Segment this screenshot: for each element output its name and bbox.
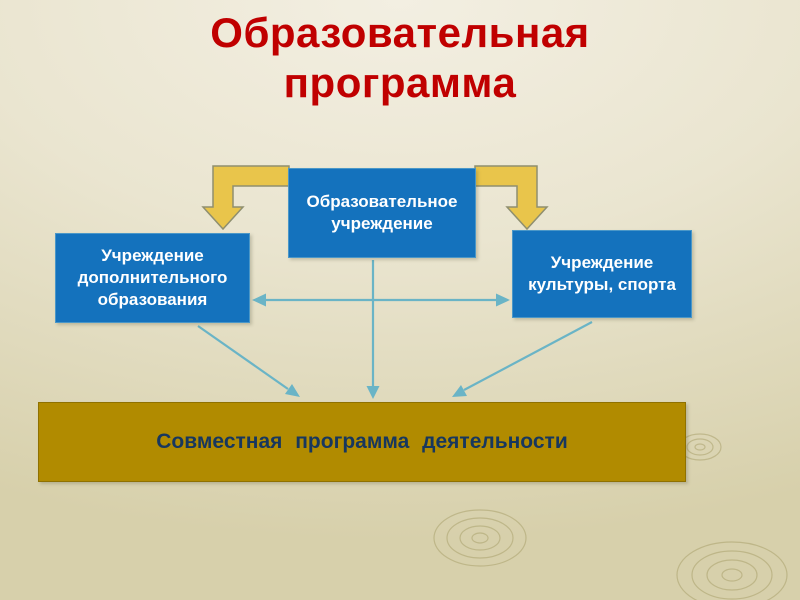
- arrow-left-to-bottom: [197, 325, 289, 390]
- slide-title: Образовательная программа: [0, 8, 800, 109]
- node-label: Учреждение культуры, спорта: [528, 252, 676, 294]
- ripple-icon: [433, 509, 527, 567]
- gold-elbow-arrow-left-icon: [201, 165, 290, 231]
- node-label: Образовательное учреждение: [306, 191, 458, 233]
- arrow-right-to-bottom: [463, 321, 593, 391]
- node-supplementary-education: Учреждение дополнительного образования: [55, 233, 250, 323]
- node-joint-program: Совместная программа деятельности: [38, 402, 686, 482]
- ripple-icon: [676, 541, 788, 600]
- bottom-bar-label: Совместная программа деятельности: [156, 430, 568, 453]
- arrowhead-left-icon: [252, 293, 266, 307]
- node-label: Учреждение дополнительного образования: [77, 245, 228, 310]
- arrowhead-icon: [285, 384, 300, 397]
- arrowhead-right-icon: [496, 293, 510, 307]
- slide-title-line1: Образовательная: [210, 9, 590, 56]
- slide-title-line2: программа: [283, 59, 517, 107]
- node-culture-sport: Учреждение культуры, спорта: [512, 230, 692, 318]
- gold-elbow-arrow-right-icon: [474, 165, 549, 231]
- arrowhead-icon: [366, 386, 380, 399]
- arrowhead-icon: [452, 385, 467, 397]
- node-educational-institution: Образовательное учреждение: [288, 168, 476, 258]
